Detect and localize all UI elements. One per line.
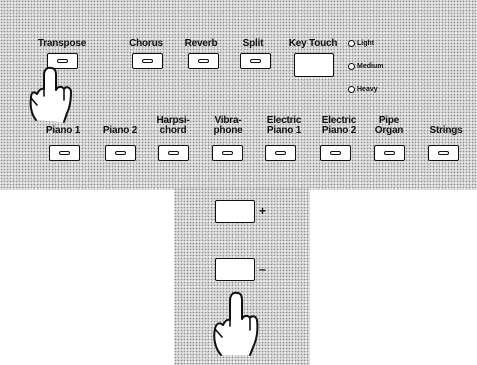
reverb-led-icon [198,59,209,63]
pressing-hand-icon [213,291,259,356]
transpose-label: Transpose [37,38,87,49]
strings-led-icon [438,151,449,155]
medium-indicator-icon [348,63,355,70]
electric-piano-2-label: Electric Piano 2 [321,115,357,136]
electric-piano-1-led-icon [275,151,286,155]
electric-piano-1-label: Electric Piano 1 [266,115,302,136]
split-button[interactable] [240,53,271,69]
strings-button[interactable] [428,145,459,161]
heavy-indicator-icon [348,86,355,93]
reverb-button[interactable] [188,53,219,69]
piano-1-label: Piano 1 [45,125,81,136]
chorus-button[interactable] [132,53,163,69]
harpsichord-led-icon [168,151,179,155]
reverb-label: Reverb [184,38,218,49]
plus-button[interactable] [215,200,255,223]
piano-2-button[interactable] [105,145,136,161]
strings-label: Strings [429,125,463,136]
key-touch-label: Key Touch [288,38,338,49]
electric-piano-1-button[interactable] [265,145,296,161]
minus-button[interactable] [215,258,255,281]
split-label: Split [242,38,264,49]
piano-2-label: Piano 2 [102,125,138,136]
heavy-label: Heavy [357,86,378,93]
chorus-label: Chorus [129,38,163,49]
pipe-organ-button[interactable] [374,145,405,161]
medium-label: Medium [357,63,384,70]
key-touch-button[interactable] [294,53,334,77]
split-led-icon [250,59,261,63]
electric-piano-2-button[interactable] [320,145,351,161]
electric-piano-2-led-icon [330,151,341,155]
vibraphone-led-icon [222,151,233,155]
minus-sign: – [259,262,266,276]
transpose-led-icon [57,59,68,63]
light-label: Light [357,40,375,47]
plus-sign: + [259,204,267,218]
pipe-organ-led-icon [384,151,395,155]
transpose-button[interactable] [47,53,78,69]
chorus-led-icon [142,59,153,63]
piano-1-button[interactable] [49,145,80,161]
piano-2-led-icon [115,151,126,155]
vibraphone-button[interactable] [212,145,243,161]
pressing-hand-icon [29,66,72,123]
harpsichord-label: Harpsi- chord [156,115,190,136]
harpsichord-button[interactable] [158,145,189,161]
light-indicator-icon [348,40,355,47]
piano-1-led-icon [59,151,70,155]
vibraphone-label: Vibra- phone [213,115,243,136]
pipe-organ-label: Pipe Organ [374,115,404,136]
